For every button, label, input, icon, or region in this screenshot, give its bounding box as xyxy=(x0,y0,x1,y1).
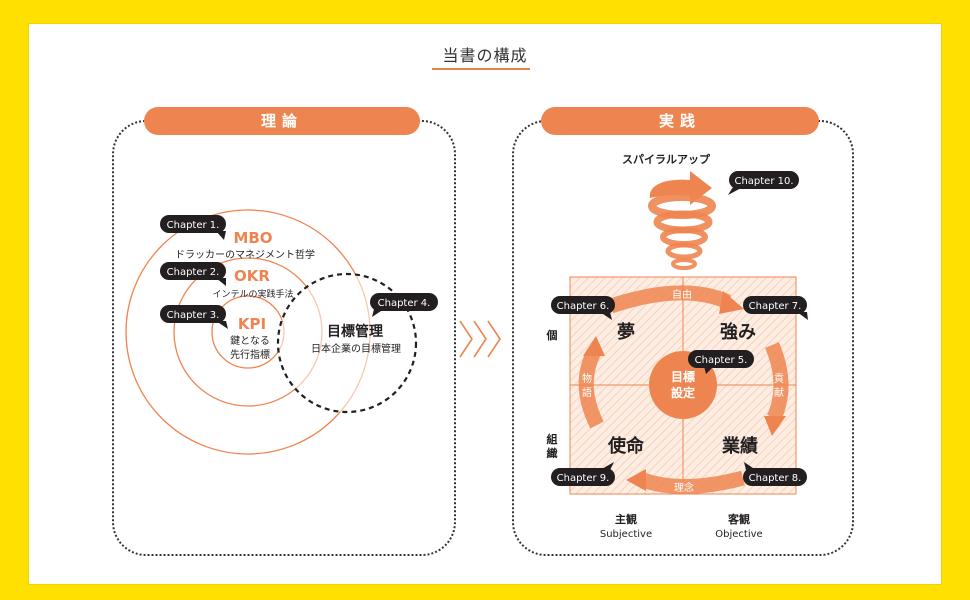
svg-text:Chapter 2.: Chapter 2. xyxy=(167,267,220,278)
cycle-arrows xyxy=(578,285,789,495)
goal-mgmt-title: 目標管理 xyxy=(327,323,383,340)
spiral-up-icon xyxy=(648,171,716,270)
arrow-top-label: 自由 xyxy=(672,288,692,301)
arrow-head-bottom xyxy=(626,469,646,491)
arrow-right-label-1: 貢 xyxy=(774,373,784,385)
arrow-left-label-2: 語 xyxy=(582,386,592,399)
arrow-head-right xyxy=(764,416,786,436)
chapter-3-bubble: Chapter 3. xyxy=(160,305,228,329)
svg-text:Chapter 4.: Chapter 4. xyxy=(378,298,431,309)
chapter-4-bubble: Chapter 4. xyxy=(370,293,438,317)
chapter-1-bubble: Chapter 1. xyxy=(160,215,226,240)
center-line2: 設定 xyxy=(671,385,695,400)
kpi-desc-line1: 鍵となる xyxy=(230,334,270,347)
spiral-up-label: スパイラルアップ xyxy=(622,152,711,166)
svg-text:Chapter 6.: Chapter 6. xyxy=(557,301,610,312)
arrow-left-label-1: 物 xyxy=(582,372,592,385)
svg-text:Chapter 5.: Chapter 5. xyxy=(695,355,748,366)
svg-text:Chapter 1.: Chapter 1. xyxy=(167,220,220,231)
title-underline xyxy=(432,68,530,70)
kpi-desc-line2: 先行指標 xyxy=(230,348,270,361)
center-line1: 目標 xyxy=(671,369,695,384)
arrow-head-top xyxy=(719,291,744,314)
chapter-9-bubble: Chapter 9. xyxy=(551,462,615,486)
kpi-label: KPI xyxy=(238,315,266,333)
okr-label: OKR xyxy=(234,267,270,285)
chapter-6-bubble: Chapter 6. xyxy=(551,296,615,320)
page-title: 当書の構成 xyxy=(442,46,528,65)
practice-heading: 実践 xyxy=(541,107,819,135)
arrow-head-left xyxy=(583,336,605,356)
chapter-8-bubble: Chapter 8. xyxy=(743,462,807,486)
okr-description: インテルの実践手法 xyxy=(212,288,293,300)
axis-objective-jp: 客観 xyxy=(727,512,750,526)
mbo-description: ドラッカーのマネジメント哲学 xyxy=(175,248,315,261)
chapter-7-bubble: Chapter 7. xyxy=(743,296,808,320)
axis-subjective-en: Subjective xyxy=(600,529,652,540)
quadrant-mission: 使命 xyxy=(607,435,645,457)
chevron-arrows-icon xyxy=(459,320,501,358)
axis-individual: 個 xyxy=(546,328,558,342)
chapter-5-bubble: Chapter 5. xyxy=(688,350,754,374)
goal-mgmt-description: 日本企業の目標管理 xyxy=(311,342,401,355)
quadrant-performance: 業績 xyxy=(721,435,758,457)
quadrant-strength: 強み xyxy=(720,321,756,343)
svg-text:Chapter 10.: Chapter 10. xyxy=(734,176,793,187)
svg-text:Chapter 9.: Chapter 9. xyxy=(557,473,610,484)
arrow-bottom-label: 理念 xyxy=(674,481,694,494)
svg-text:Chapter 7.: Chapter 7. xyxy=(749,301,802,312)
axis-objective-en: Objective xyxy=(715,529,762,540)
axis-organization-2: 織 xyxy=(547,446,558,460)
svg-text:Chapter 3.: Chapter 3. xyxy=(167,310,220,321)
axis-organization-1: 組 xyxy=(547,432,558,446)
quadrant-dream: 夢 xyxy=(617,322,635,343)
arrow-right-label-2: 献 xyxy=(774,386,784,399)
chapter-10-bubble: Chapter 10. xyxy=(728,171,799,195)
mbo-label: MBO xyxy=(233,229,272,247)
axis-subjective-jp: 主観 xyxy=(615,512,637,526)
svg-text:Chapter 8.: Chapter 8. xyxy=(749,473,802,484)
theory-heading: 理論 xyxy=(144,107,420,135)
chapter-2-bubble: Chapter 2. xyxy=(160,262,226,286)
